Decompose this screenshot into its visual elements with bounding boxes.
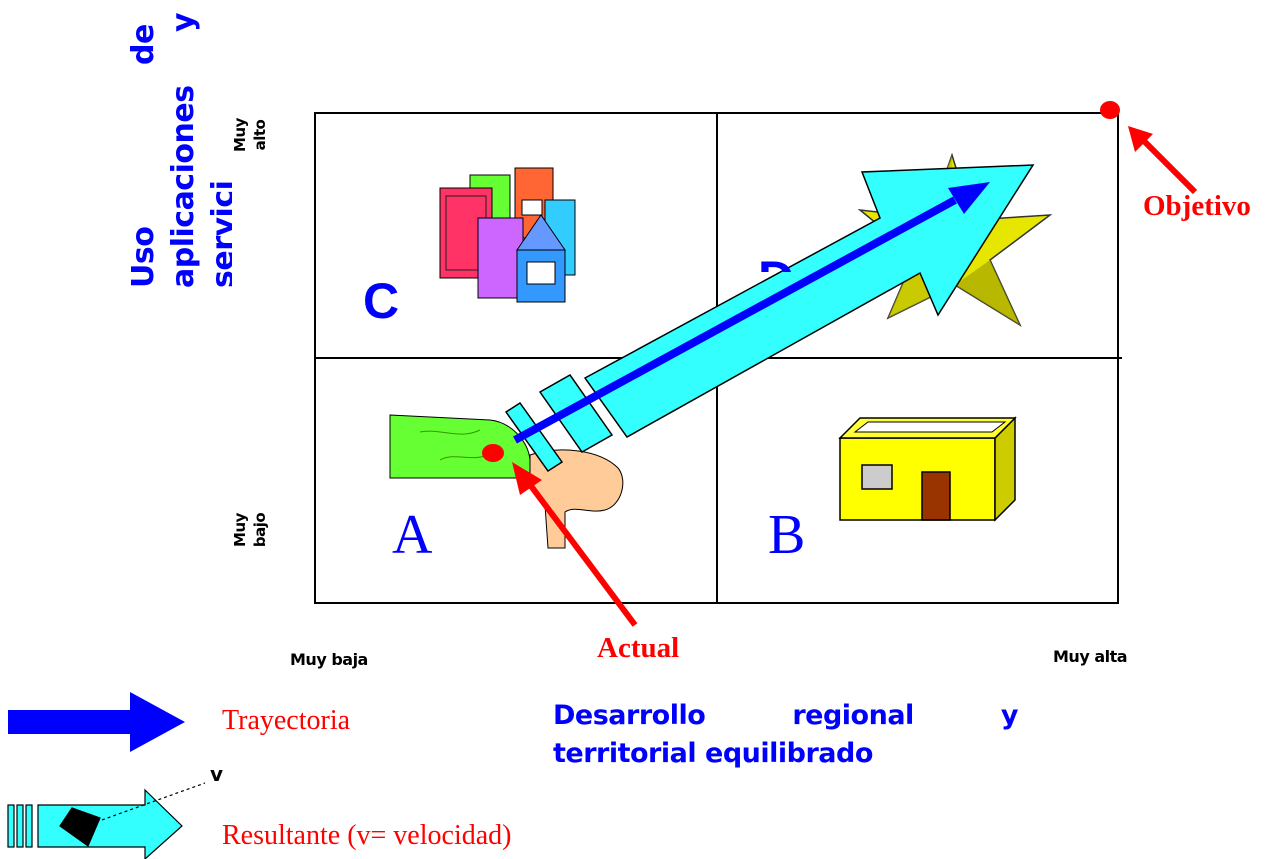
current-point-marker [482,444,504,462]
legend-resultant-arrow [7,782,206,859]
target-point-label: Objetivo [1143,190,1251,222]
current-pointer-arrow [512,462,638,627]
legend-trajectory-arrow [8,692,185,752]
city-buildings-icon [439,167,576,303]
x-axis-high-label: Muy alta [1053,647,1128,666]
quadrant-b-label: B [768,504,806,566]
legend-trajectory-label: Trayectoria [222,705,351,736]
legend-velocity-symbol: v [210,762,223,786]
quadrant-d-label: D [758,250,794,272]
x-axis-title-line2: territorial equilibrado [553,738,873,769]
y-axis-title-line3: servici [206,180,232,288]
current-point-label: Actual [597,632,680,664]
target-pointer-arrow [1128,126,1198,195]
resultant-arrow [504,164,1035,473]
y-axis-low-label: Muy bajo [231,512,269,548]
x-axis-title-line1: Desarrollo regional y [553,700,1019,731]
x-axis-low-label: Muy baja [290,650,368,669]
trajectory-arrow [513,182,990,444]
quadrant-a-label: A [392,504,433,566]
y-axis-title-line2b: y [166,12,201,32]
y-axis-title-line2: aplicaciones [166,85,201,288]
y-axis-title-line3-clip: servici [206,180,232,288]
quadrant-c-label: C [363,273,400,329]
y-axis-high-label: Muy alto [231,118,269,152]
y-axis-title-line1b: de [126,24,161,65]
house-icon [838,416,1017,522]
target-point-marker [1100,101,1120,119]
legend-resultant-label: Resultante (v= velocidad) [222,820,512,851]
